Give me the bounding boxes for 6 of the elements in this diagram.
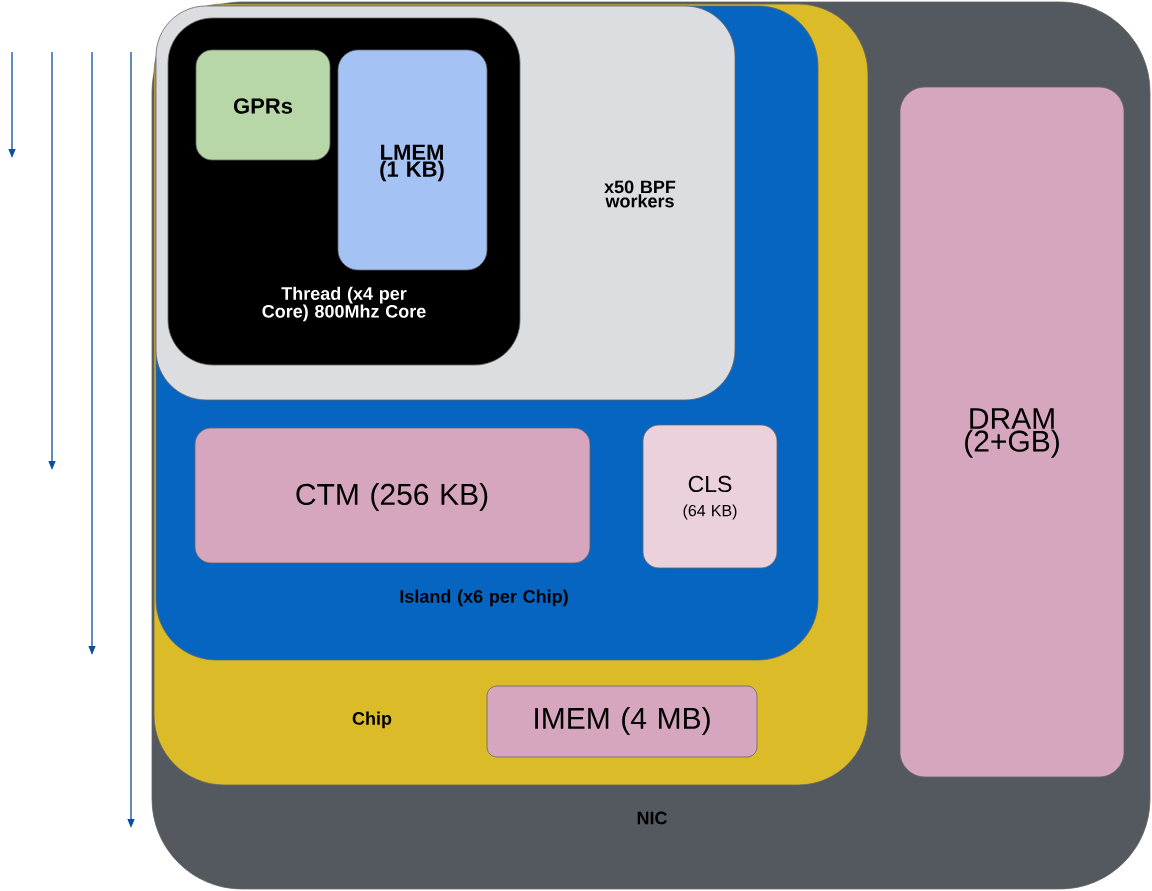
memory-box: DRAM (2+GB) <box>899 86 1125 778</box>
memory-box: CTM (256 KB) <box>194 427 591 564</box>
memory-box: LMEM (1 KB) <box>337 49 488 271</box>
memory-box: CLS (64 KB) <box>642 424 778 569</box>
register-box: GPRs <box>195 49 331 161</box>
memory-box: IMEM (4 MB) <box>486 685 758 758</box>
